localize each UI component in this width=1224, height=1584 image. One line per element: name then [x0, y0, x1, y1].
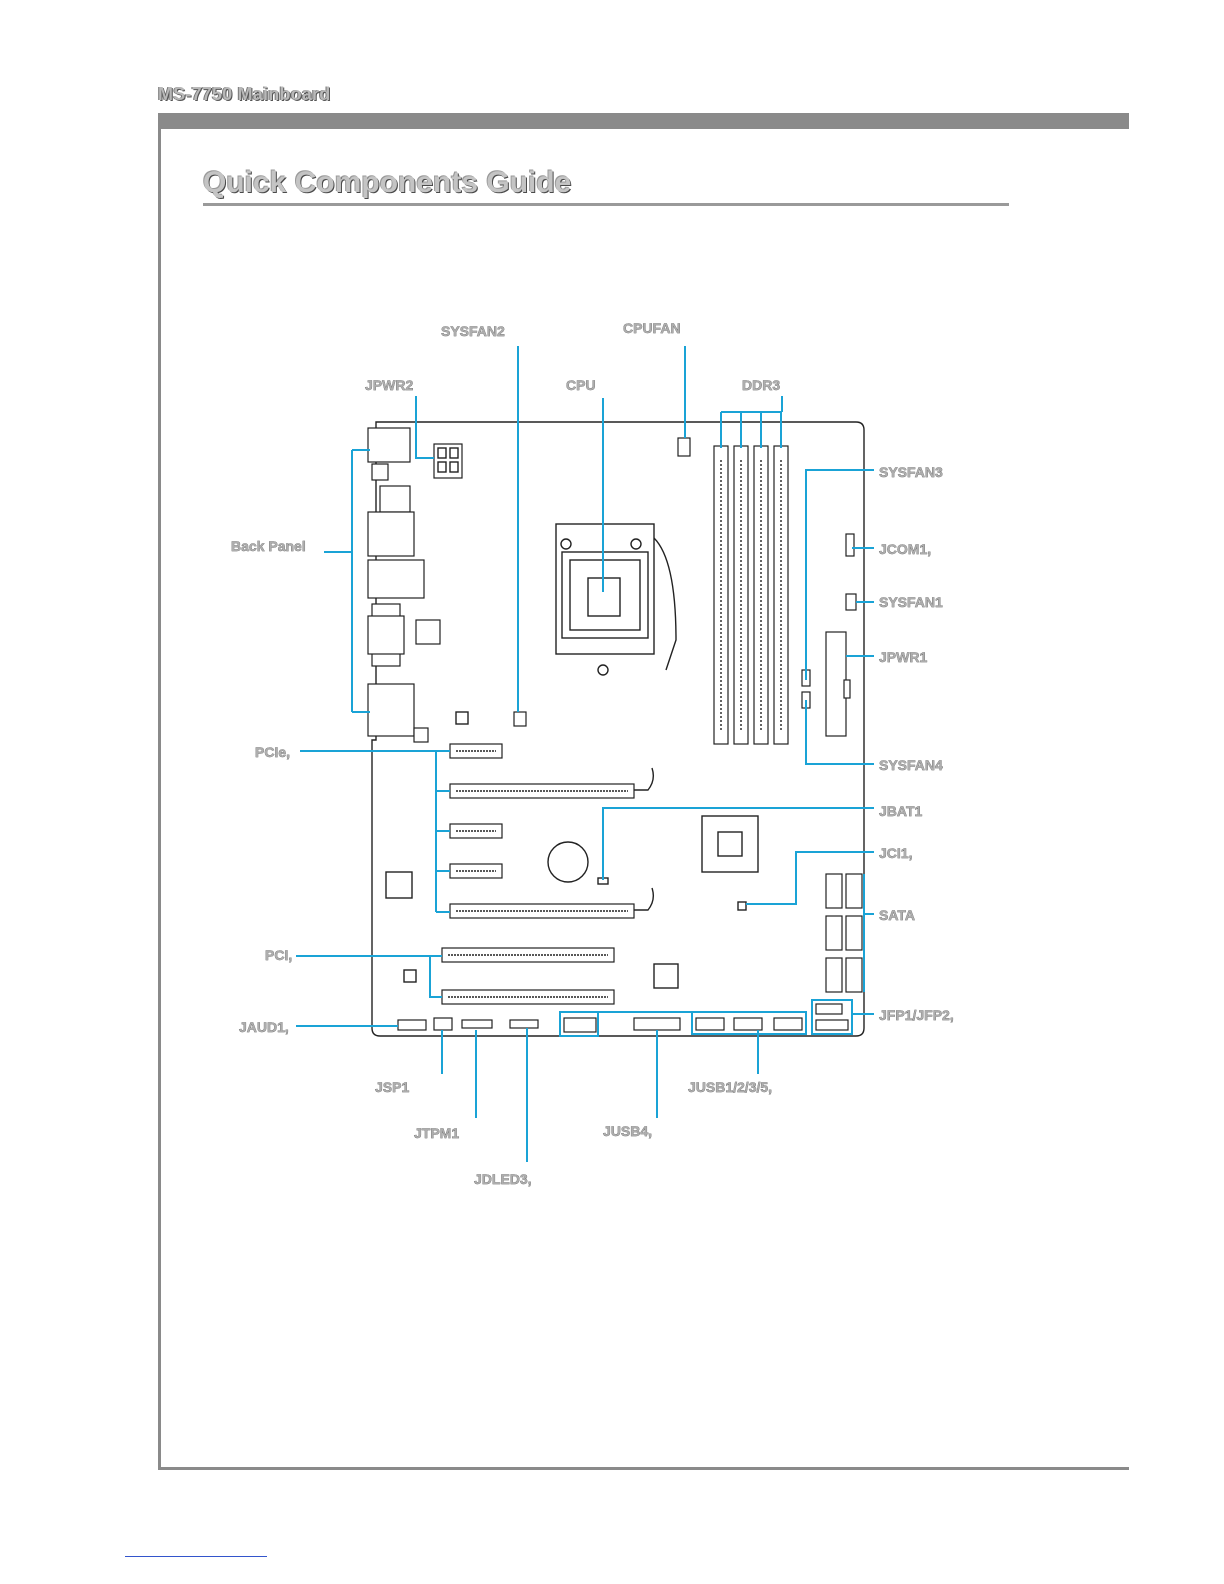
label-pci: PCI,	[265, 947, 292, 963]
label-jsp1: JSP1	[375, 1079, 409, 1095]
label-sysfan4: SYSFAN4	[879, 757, 943, 773]
label-sysfan2: SYSFAN2	[441, 323, 505, 339]
sysfan2-header	[514, 712, 526, 726]
right-edge-headers	[802, 534, 856, 736]
label-jpwr2: JPWR2	[365, 377, 413, 393]
label-sysfan1: SYSFAN1	[879, 594, 943, 610]
label-jpwr1: JPWR1	[879, 649, 927, 665]
label-jcom1: JCOM1,	[879, 541, 931, 557]
label-jdled3: JDLED3,	[474, 1171, 532, 1187]
bottom-headers	[398, 1004, 848, 1032]
label-jbat1: JBAT1	[879, 803, 923, 819]
expansion-slots	[442, 744, 653, 1004]
label-jusb4: JUSB4,	[603, 1123, 652, 1139]
label-cpu: CPU	[566, 377, 596, 393]
ddr3-slots	[714, 446, 788, 744]
label-jfp1-jfp2: JFP1/JFP2,	[879, 1007, 954, 1023]
jpwr2-connector	[434, 444, 462, 478]
label-jci1: JCI1,	[879, 845, 912, 861]
label-cpufan: CPUFAN	[623, 320, 681, 336]
label-sysfan3: SYSFAN3	[879, 464, 943, 480]
label-sata: SATA	[879, 907, 915, 923]
cpu-socket	[556, 524, 676, 675]
board-outline	[372, 422, 864, 1036]
label-pcie: PCIe,	[255, 744, 290, 760]
cpufan-header	[678, 438, 690, 456]
label-jaud1: JAUD1,	[239, 1019, 289, 1035]
sata-connectors	[826, 874, 862, 992]
back-panel-connectors	[368, 428, 440, 742]
label-ddr3: DDR3	[742, 377, 780, 393]
label-jtpm1: JTPM1	[414, 1125, 459, 1141]
board-chips	[386, 712, 758, 988]
label-jusb1235: JUSB1/2/3/5,	[688, 1079, 772, 1095]
label-back-panel: Back Panel	[231, 538, 306, 554]
